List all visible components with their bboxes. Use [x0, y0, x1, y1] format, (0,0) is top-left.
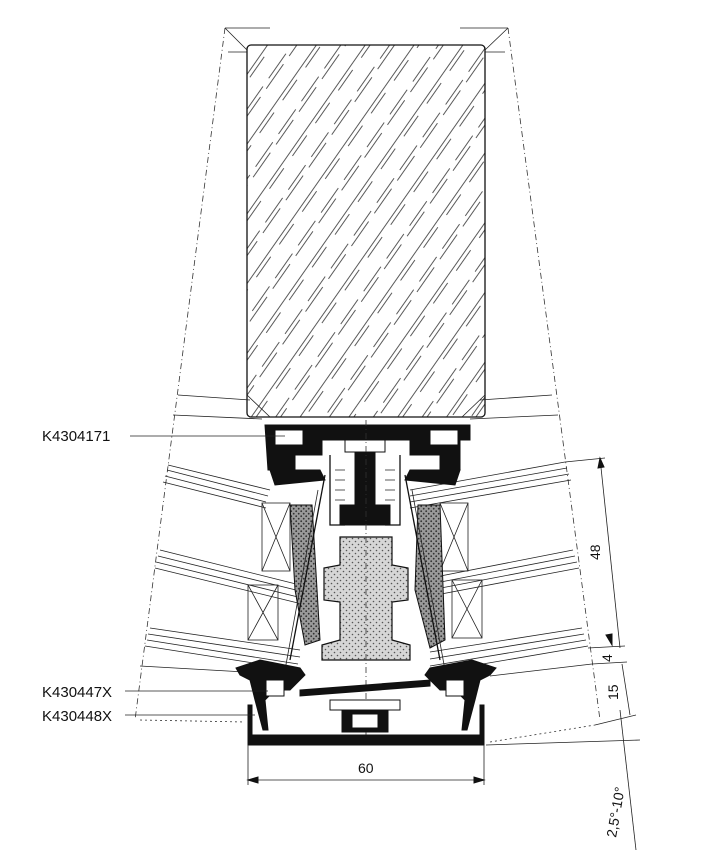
panel-layers-right	[409, 394, 596, 743]
dimension-4: 4	[599, 654, 615, 662]
dimension-angle: 2,5°-10°	[603, 786, 628, 839]
label-top-part: K4304171	[42, 428, 110, 445]
dimension-lines	[246, 456, 641, 851]
outer-envelope	[134, 27, 601, 721]
dimension-15: 15	[605, 684, 621, 700]
insulation-core-right	[439, 502, 483, 639]
dimension-48: 48	[587, 544, 603, 560]
top-profile	[264, 424, 471, 526]
foam-strip-right	[414, 504, 446, 649]
label-bottom-part-1: K430447X	[42, 684, 112, 701]
insulation-core-left	[247, 502, 291, 641]
bottom-profile	[235, 659, 497, 785]
centre-foam-core	[321, 420, 411, 740]
glass-pane-upper	[224, 27, 509, 418]
inner-sides	[284, 474, 446, 671]
dimension-width: 60	[358, 760, 374, 776]
label-bottom-part-2: K430448X	[42, 708, 112, 725]
leaders	[125, 435, 285, 716]
